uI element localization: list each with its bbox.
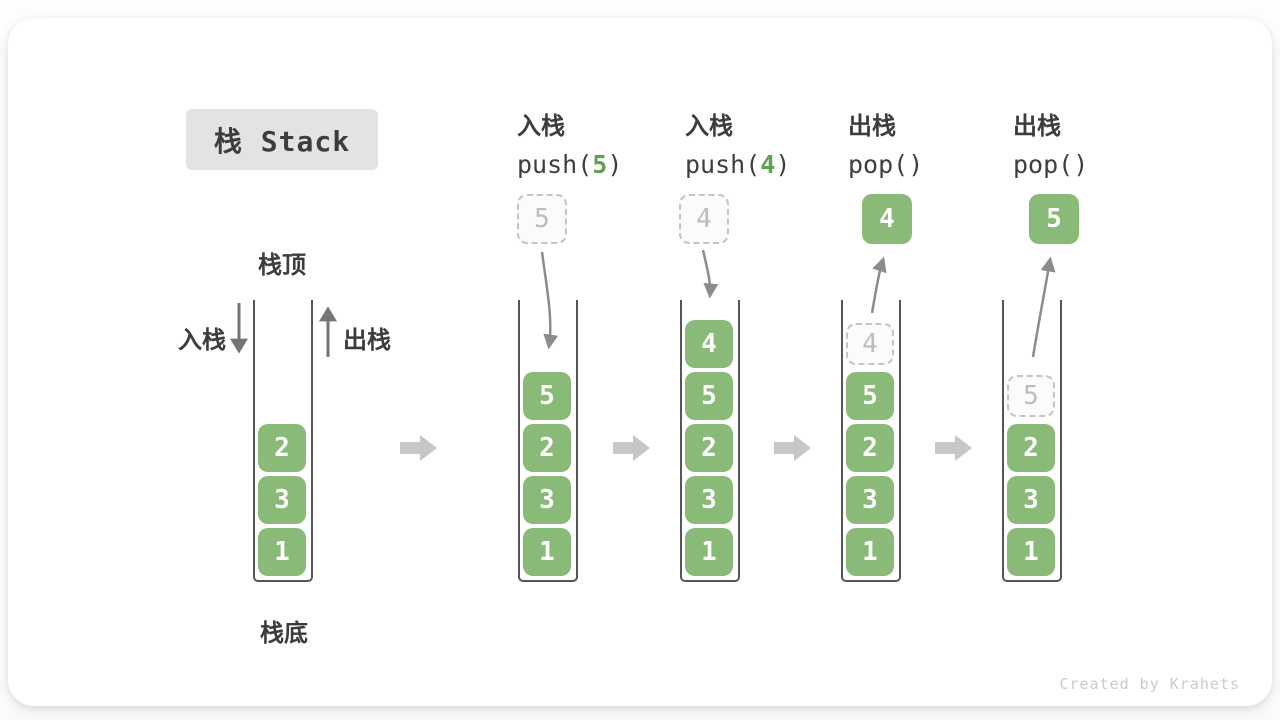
stack-item: 1	[846, 528, 894, 576]
stack-item: 1	[1007, 528, 1055, 576]
title-badge: 栈 Stack	[186, 109, 378, 170]
flow-arrow-icon	[400, 432, 438, 469]
stack-item: 5	[523, 372, 571, 420]
column-op-label: 入栈	[517, 113, 565, 140]
popped-item: 4	[862, 194, 912, 244]
flow-arrow-icon	[613, 432, 651, 469]
stack-item: 2	[685, 424, 733, 472]
stack-item: 3	[1007, 476, 1055, 524]
operation-column: 入栈 push(4)	[685, 106, 790, 179]
stack-item: 5	[685, 372, 733, 420]
popped-item: 5	[1029, 194, 1079, 244]
stack-item: 1	[523, 528, 571, 576]
column-code-label: push(4)	[685, 150, 791, 179]
stack-item: 5	[846, 372, 894, 420]
stack-top-label: 栈顶	[258, 252, 306, 279]
stack-item: 2	[523, 424, 571, 472]
code-argument: 4	[760, 150, 776, 179]
stack-item: 4	[685, 320, 733, 368]
operation-column: 出栈 pop()	[848, 106, 923, 179]
push-side-label: 入栈	[178, 327, 226, 354]
stack-item: 3	[258, 476, 306, 524]
flow-arrow-icon	[774, 432, 812, 469]
watermark: Created by Krahets	[1059, 675, 1240, 693]
stack-item: 1	[258, 528, 306, 576]
flow-arrow-icon	[935, 432, 973, 469]
stack-item: 3	[523, 476, 571, 524]
stack-bottom-label: 栈底	[260, 620, 308, 647]
incoming-item: 4	[679, 194, 729, 244]
stack-item: 3	[846, 476, 894, 524]
stack-item: 3	[685, 476, 733, 524]
stack-item-ghost: 4	[846, 323, 894, 365]
operation-column: 出栈 pop()	[1013, 106, 1088, 179]
stack-item: 1	[685, 528, 733, 576]
stack-item: 2	[1007, 424, 1055, 472]
operation-column: 入栈 push(5)	[517, 106, 622, 179]
column-code-label: push(5)	[517, 150, 623, 179]
stack-item: 2	[846, 424, 894, 472]
column-code-label: pop()	[1013, 150, 1089, 179]
stack-item-ghost: 5	[1007, 375, 1055, 417]
column-op-label: 出栈	[1013, 113, 1061, 140]
stack-item: 2	[258, 424, 306, 472]
column-op-label: 入栈	[685, 113, 733, 140]
column-op-label: 出栈	[848, 113, 896, 140]
code-argument: 5	[592, 150, 608, 179]
column-code-label: pop()	[848, 150, 924, 179]
incoming-item: 5	[517, 194, 567, 244]
pop-side-label: 出栈	[343, 327, 391, 354]
